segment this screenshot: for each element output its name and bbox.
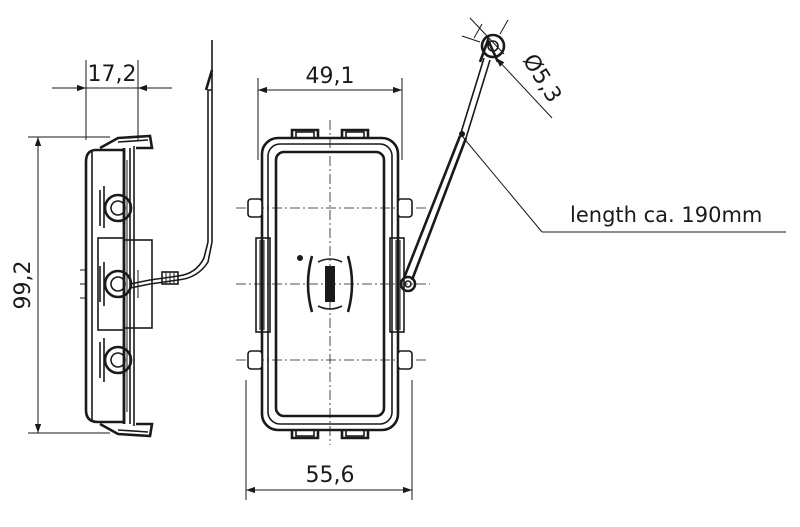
front-outer-width-dimension: 55,6 <box>245 380 413 500</box>
front-cable: Ø5,3 <box>399 17 566 293</box>
cable-length-callout: length ca. 190mm <box>461 135 786 233</box>
side-depth-label: 17,2 <box>88 62 137 87</box>
side-height-label: 99,2 <box>11 261 36 310</box>
side-view: 17,2 99,2 <box>11 40 214 438</box>
front-inner-width-label: 49,1 <box>306 64 355 89</box>
side-cable <box>129 40 214 298</box>
cable-loop-diameter-label: Ø5,3 <box>517 50 566 108</box>
side-depth-dimension: 17,2 <box>52 60 172 140</box>
front-housing <box>247 128 413 440</box>
cable-length-note: length ca. 190mm <box>570 203 762 227</box>
side-housing <box>80 134 154 438</box>
front-inner-width-dimension: 49,1 <box>257 64 403 160</box>
front-outer-width-label: 55,6 <box>306 463 355 488</box>
front-view: 49,1 55,6 <box>236 17 786 500</box>
side-height-dimension: 99,2 <box>11 136 110 434</box>
